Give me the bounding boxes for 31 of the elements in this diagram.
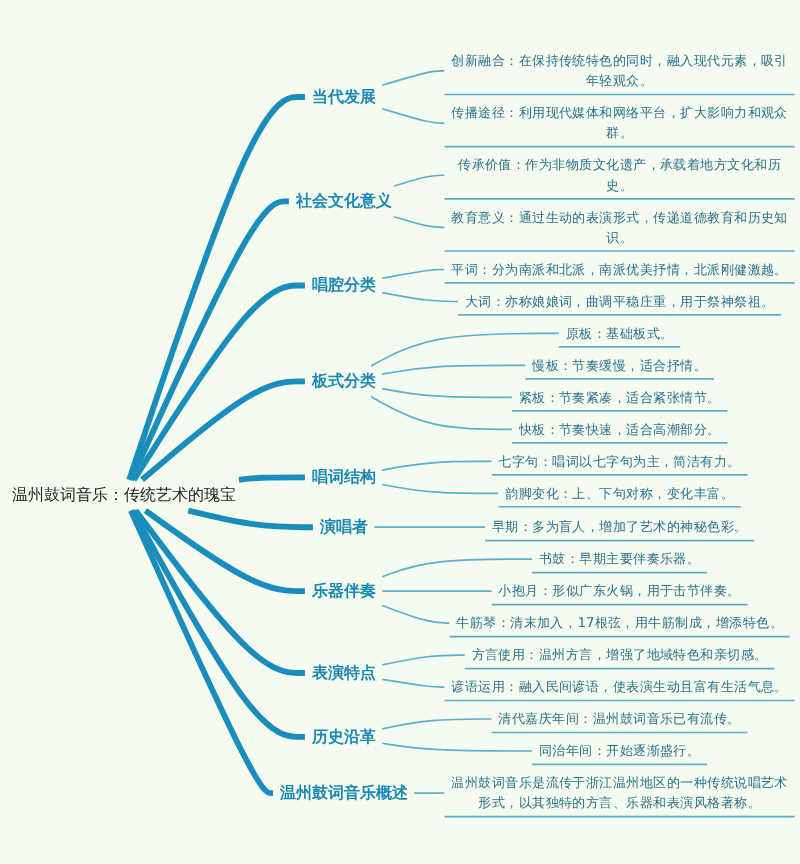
connector (187, 507, 313, 531)
connector (131, 282, 305, 482)
connector (133, 508, 305, 676)
connector (373, 526, 486, 529)
connector (381, 364, 527, 376)
connector (393, 174, 446, 187)
connector (381, 107, 446, 124)
connector (128, 509, 274, 796)
connector (370, 332, 560, 367)
connector (381, 718, 493, 730)
connector (370, 395, 513, 431)
connector (128, 198, 289, 482)
connector (381, 678, 446, 688)
connector (381, 387, 513, 399)
connector (238, 474, 305, 483)
connector (381, 604, 451, 624)
connector (140, 378, 305, 483)
connector (381, 483, 500, 495)
connector (129, 509, 305, 740)
connector (126, 94, 305, 481)
connector (413, 792, 446, 794)
connector (381, 742, 533, 752)
connector (393, 215, 446, 229)
connector (381, 268, 446, 280)
connector (381, 460, 493, 471)
connector (381, 590, 493, 592)
connector (381, 70, 446, 87)
connector (381, 654, 466, 666)
connector (381, 558, 533, 578)
connector (381, 291, 459, 303)
connector (143, 508, 305, 595)
